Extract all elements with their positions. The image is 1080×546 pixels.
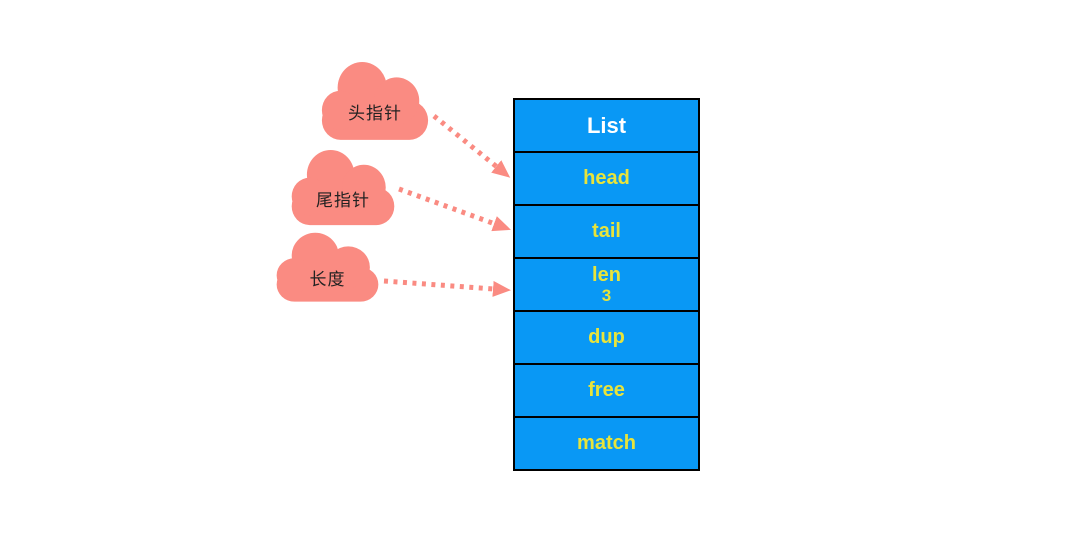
table-title-cell: List xyxy=(515,100,698,151)
row-label-match: match xyxy=(577,432,636,454)
table-row-dup: dup xyxy=(515,310,698,363)
arrow-head-pointer xyxy=(432,114,511,178)
row-label-free: free xyxy=(588,379,625,401)
row-label-tail: tail xyxy=(592,220,621,242)
cloud-tail-pointer: 尾指针 xyxy=(286,148,400,232)
row-value-len: 3 xyxy=(601,285,612,305)
table-row-tail: tail xyxy=(515,204,698,257)
cloud-head-pointer: 头指针 xyxy=(316,60,434,147)
table-title: List xyxy=(586,112,627,138)
cloud-tail-pointer-label: 尾指针 xyxy=(316,190,370,210)
row-label-head: head xyxy=(583,167,630,189)
table-row-free: free xyxy=(515,363,698,416)
cloud-icon xyxy=(291,149,395,226)
arrow-tail-pointer xyxy=(398,186,511,232)
table-row-len: len 3 xyxy=(515,257,698,310)
cloud-icon xyxy=(321,62,429,140)
list-structure-table: List head tail len 3 dup free match xyxy=(513,98,700,471)
cloud-length: 长度 xyxy=(271,231,384,308)
row-label-len: len xyxy=(592,263,621,286)
table-row-match: match xyxy=(515,416,698,469)
cloud-icon xyxy=(276,232,379,302)
arrow-length xyxy=(383,278,511,297)
cloud-length-label: 长度 xyxy=(309,270,346,289)
table-row-head: head xyxy=(515,151,698,204)
row-label-dup: dup xyxy=(588,326,625,348)
cloud-head-pointer-label: 头指针 xyxy=(348,104,402,123)
